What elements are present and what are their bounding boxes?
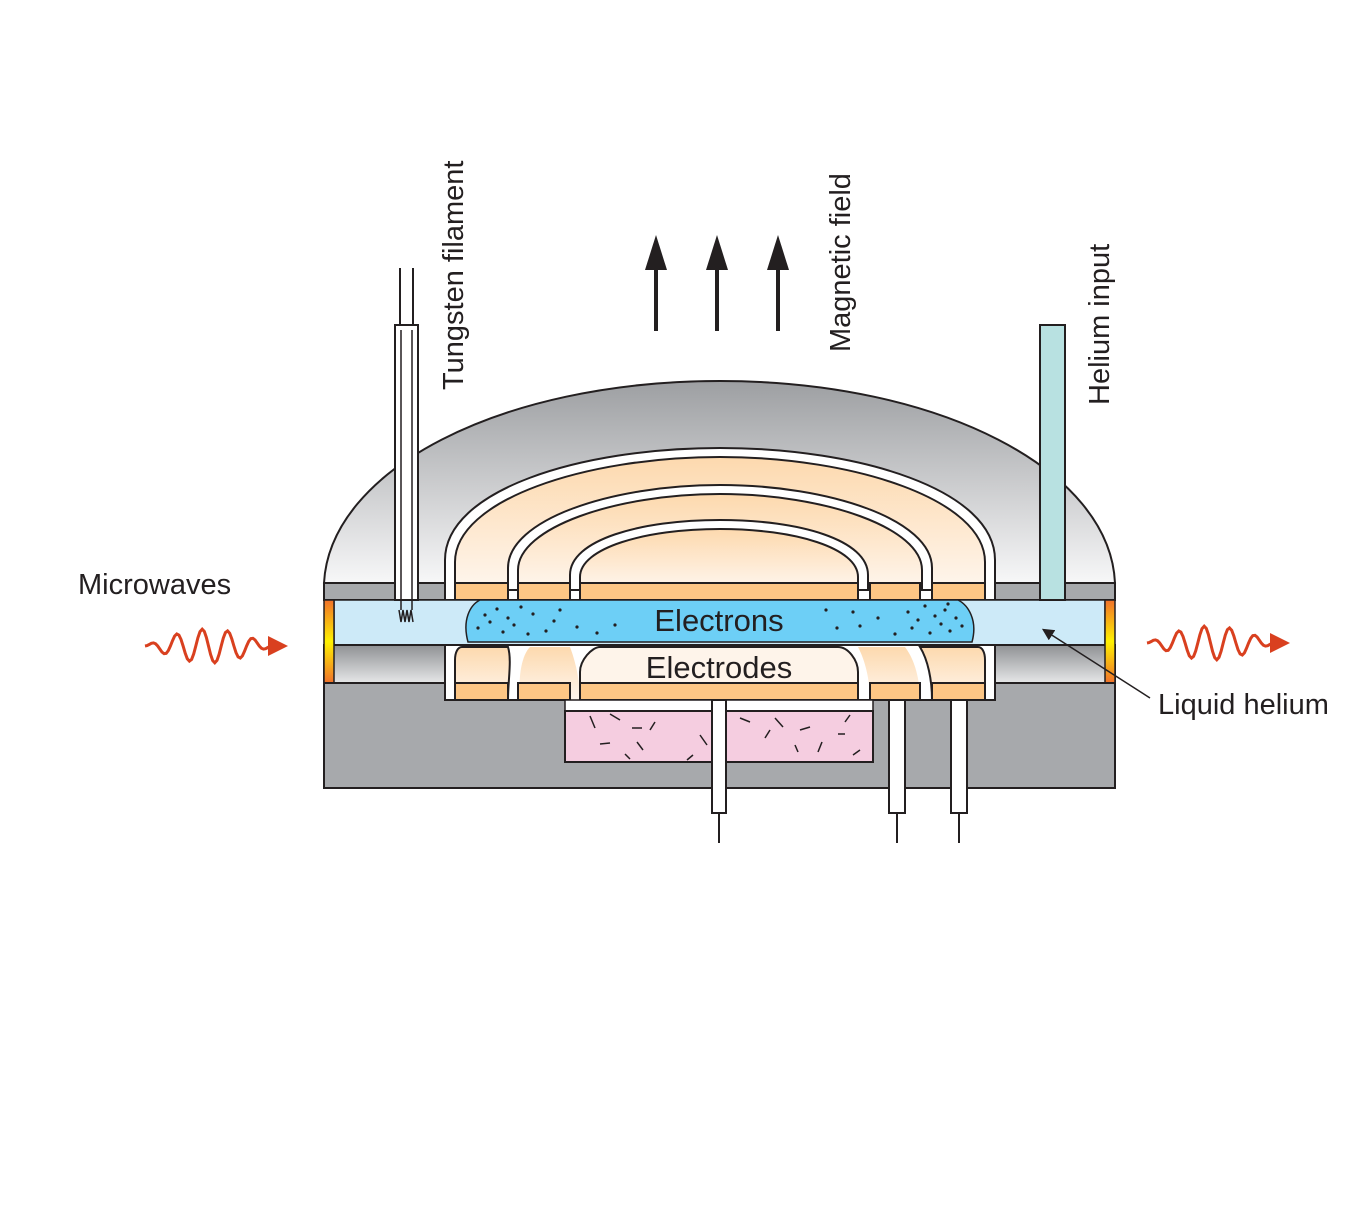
electron-dot bbox=[933, 614, 937, 618]
tungsten-filament bbox=[394, 268, 419, 623]
label-helium-input: Helium input bbox=[1084, 244, 1116, 405]
left-microwave-window bbox=[323, 599, 335, 684]
electron-dot bbox=[910, 626, 914, 630]
electron-dot bbox=[943, 608, 947, 612]
microwave-in-wave bbox=[144, 627, 273, 665]
electron-dot bbox=[512, 623, 516, 627]
electron-dot bbox=[483, 613, 487, 617]
electron-dot bbox=[893, 632, 897, 636]
electron-dot bbox=[954, 616, 958, 620]
electron-dot bbox=[531, 612, 535, 616]
electron-dot bbox=[858, 624, 862, 628]
electron-dot bbox=[960, 624, 964, 628]
label-electrodes: Electrodes bbox=[646, 650, 792, 685]
magnetic-field-arrows bbox=[645, 235, 789, 331]
microwave-in-arrowhead bbox=[268, 636, 288, 656]
electron-dot bbox=[519, 605, 523, 609]
electron-dot bbox=[916, 618, 920, 622]
electron-dot bbox=[824, 608, 828, 612]
electron-dot bbox=[948, 629, 952, 633]
electron-dot bbox=[506, 616, 510, 620]
electron-dot bbox=[476, 626, 480, 630]
electron-dot bbox=[928, 631, 932, 635]
label-liquid-helium: Liquid helium bbox=[1158, 689, 1329, 721]
electron-dot bbox=[595, 631, 599, 635]
lower-electrode-plates bbox=[454, 682, 986, 701]
electron-dot bbox=[526, 632, 530, 636]
electron-dot bbox=[495, 607, 499, 611]
electron-dot bbox=[558, 608, 562, 612]
liquid-helium-pointer bbox=[1041, 628, 1151, 699]
electron-dot bbox=[946, 602, 950, 606]
electron-dot bbox=[613, 623, 617, 627]
electrons-region bbox=[465, 599, 975, 643]
electron-dots bbox=[476, 602, 964, 636]
electron-dot bbox=[488, 620, 492, 624]
electron-dot bbox=[851, 610, 855, 614]
electron-dot bbox=[939, 622, 943, 626]
electron-dot bbox=[835, 626, 839, 630]
microwave-out-wave bbox=[1146, 624, 1275, 662]
substrate-texture bbox=[589, 713, 861, 761]
label-magnetic-field: Magnetic field bbox=[825, 173, 857, 352]
electron-dot bbox=[906, 610, 910, 614]
electron-dot bbox=[552, 619, 556, 623]
electron-dot bbox=[923, 604, 927, 608]
electron-dot bbox=[544, 629, 548, 633]
electron-dot bbox=[876, 616, 880, 620]
electrode-leads bbox=[711, 699, 968, 843]
microwave-out-arrowhead bbox=[1270, 633, 1290, 653]
helium-input-tube bbox=[1039, 324, 1066, 601]
upper-electrode-plates bbox=[454, 582, 986, 601]
label-tungsten-filament: Tungsten filament bbox=[438, 161, 470, 390]
electron-dot bbox=[501, 630, 505, 634]
label-microwaves: Microwaves bbox=[78, 569, 231, 601]
electron-dot bbox=[575, 625, 579, 629]
upper-electrodes bbox=[444, 446, 996, 601]
label-electrons: Electrons bbox=[654, 603, 783, 638]
